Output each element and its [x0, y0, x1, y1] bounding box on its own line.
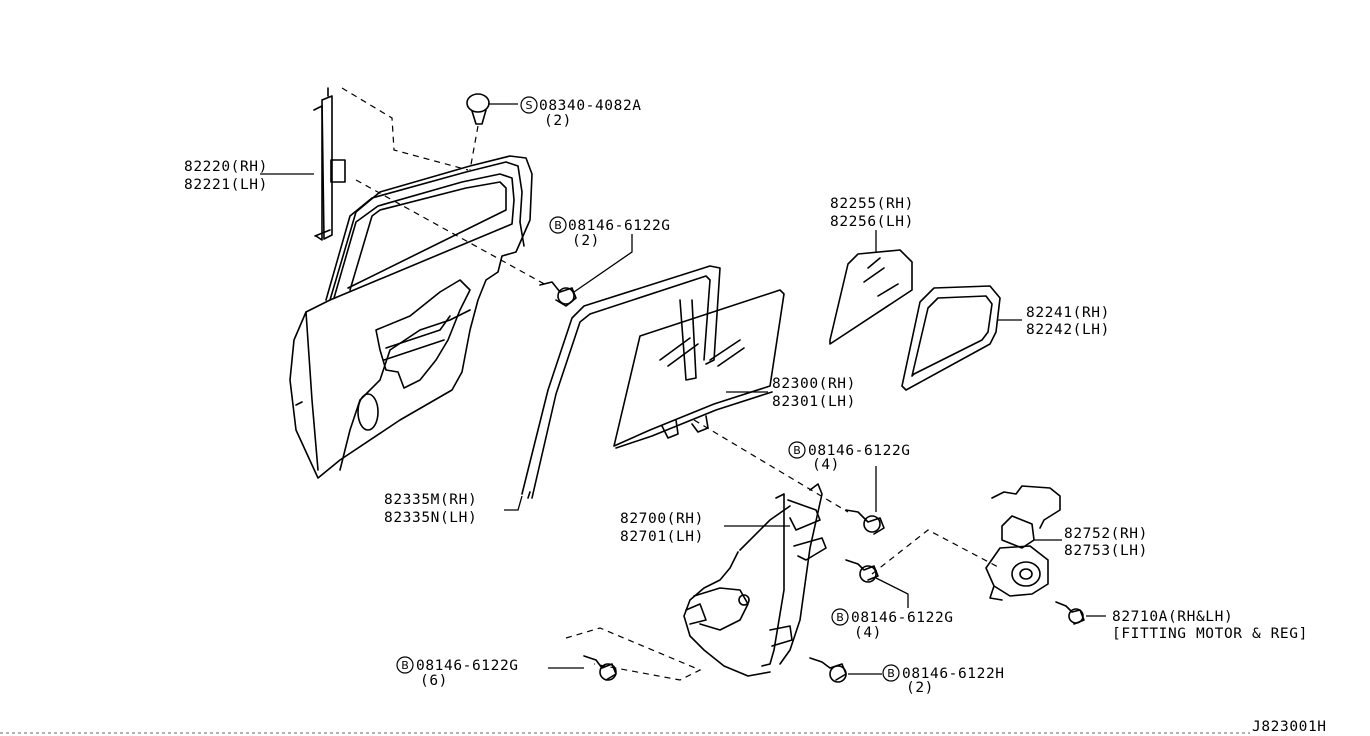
- callout-bolt-door: B 08146-6122G (2): [549, 216, 671, 249]
- symbol-b-letter: B: [836, 611, 844, 624]
- symbol-b-letter: B: [793, 444, 801, 457]
- regulator-bolt-left: [583, 655, 617, 681]
- label-82255: 82255(RH): [830, 196, 914, 212]
- callout-fitting-screw: 82710A(RH&LH) [FITTING MOTOR & REG]: [1112, 609, 1308, 642]
- label-08340-4082A: 08340-4082A: [539, 98, 642, 114]
- label-82710A: 82710A(RH&LH): [1112, 609, 1233, 625]
- label-82335M: 82335M(RH): [384, 492, 477, 508]
- glass-bolt: [845, 509, 885, 535]
- callout-quarter-glass: 82255(RH) 82256(LH): [830, 196, 914, 230]
- symbol-b-icon: [882, 664, 900, 682]
- symbol-s-icon: [520, 96, 538, 114]
- label-82700: 82700(RH): [620, 511, 704, 527]
- callout-motor: 82752(RH) 82753(LH): [1064, 526, 1148, 559]
- symbol-b-letter: B: [401, 659, 409, 672]
- label-qty-6-left: (6): [420, 673, 448, 689]
- symbol-s-letter: S: [526, 99, 533, 112]
- callout-glass-run: 82335M(RH) 82335N(LH): [384, 492, 477, 526]
- label-82701: 82701(LH): [620, 529, 704, 545]
- callout-regulator: 82700(RH) 82701(LH): [620, 511, 704, 545]
- window-motor: [985, 485, 1061, 601]
- label-82242: 82242(LH): [1026, 322, 1110, 338]
- label-qty-4-mid: (4): [854, 625, 882, 641]
- callout-bolt-glass: B 08146-6122G (4): [788, 441, 911, 473]
- top-screw: [466, 93, 490, 125]
- door-glass: [613, 289, 785, 449]
- callout-screw-top: S 08340-4082A (2): [520, 96, 642, 129]
- label-82300: 82300(RH): [772, 376, 856, 392]
- door-bolt: [539, 281, 577, 307]
- symbol-b-icon: [788, 441, 806, 459]
- rear-door-panel: [289, 155, 533, 479]
- label-qty-2-screw: (2): [544, 113, 572, 129]
- label-82301: 82301(LH): [772, 394, 856, 410]
- quarter-seal: [901, 285, 1001, 391]
- label-82221: 82221(LH): [184, 177, 268, 193]
- label-08146-6122G-mid: 08146-6122G: [851, 610, 954, 626]
- door-sash-channel: [313, 87, 346, 241]
- label-qty-2-door: (2): [572, 233, 600, 249]
- label-82335N: 82335N(LH): [384, 510, 477, 526]
- label-08146-6122H: 08146-6122H: [902, 666, 1005, 682]
- label-82753: 82753(LH): [1064, 543, 1148, 559]
- callout-quarter-seal: 82241(RH) 82242(LH): [1026, 305, 1110, 338]
- assembly-lines: [341, 87, 1001, 681]
- label-qty-2-bottom: (2): [906, 680, 934, 696]
- fitting-screw: [1055, 601, 1085, 625]
- callout-bolt-reg-left: B 08146-6122G (6): [396, 656, 519, 689]
- label-08146-6122G-left: 08146-6122G: [416, 658, 519, 674]
- symbol-b-icon: [396, 656, 414, 674]
- symbol-b-icon: [831, 608, 849, 626]
- callout-bolt-reg-mid: B 08146-6122G (4): [831, 608, 954, 641]
- label-82256: 82256(LH): [830, 214, 914, 230]
- symbol-b-icon: [549, 216, 567, 234]
- diagram-id: J823001H: [1252, 719, 1327, 735]
- callout-door-glass: 82300(RH) 82301(LH): [772, 376, 856, 410]
- label-82241: 82241(RH): [1026, 305, 1110, 321]
- label-qty-4-glass: (4): [812, 457, 840, 473]
- regulator-bolt-bottom: [809, 657, 847, 683]
- label-08146-6122G-glass: 08146-6122G: [808, 443, 911, 459]
- callout-bolt-reg-bottom: B 08146-6122H (2): [882, 664, 1005, 696]
- window-regulator: [683, 483, 827, 677]
- regulator-bolt-mid: [845, 559, 879, 583]
- label-82752: 82752(RH): [1064, 526, 1148, 542]
- label-82220: 82220(RH): [184, 159, 268, 175]
- symbol-b-letter: B: [887, 667, 895, 680]
- symbol-b-letter: B: [554, 219, 562, 232]
- leader-lines: [260, 103, 1106, 675]
- label-08146-6122G-door: 08146-6122G: [568, 218, 671, 234]
- quarter-glass: [829, 249, 913, 345]
- callout-door-sash: 82220(RH) 82221(LH): [184, 159, 268, 193]
- glass-run-channel: [521, 265, 721, 499]
- label-fitting-motor-reg: [FITTING MOTOR & REG]: [1112, 626, 1308, 642]
